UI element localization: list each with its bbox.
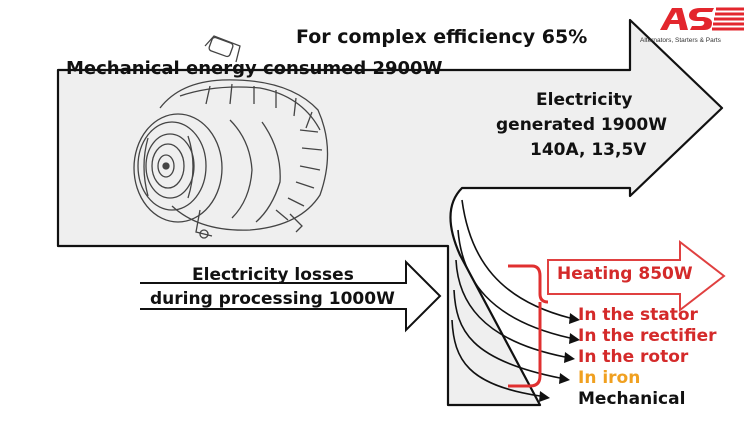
generated-label-line1: Electricity — [536, 90, 633, 110]
logo-tagline: Alternators, Starters & Parts — [640, 37, 721, 44]
efficiency-label: For complex efficiency 65% — [296, 26, 588, 48]
loss-flow-curves — [451, 199, 571, 397]
loss-item-rotor: In the rotor — [578, 347, 689, 367]
generated-label-line2: generated 1900W — [496, 115, 667, 135]
loss-flow-arrowheads — [539, 313, 580, 402]
loss-item-rectifier: In the rectifier — [578, 326, 717, 346]
losses-label-line1: Electricity losses — [192, 265, 354, 285]
losses-label-line2: during processing 1000W — [150, 289, 395, 309]
loss-item-stator: In the stator — [578, 305, 698, 325]
consumed-label: Mechanical energy consumed 2900W — [66, 58, 443, 79]
main-energy-arrow — [56, 18, 724, 407]
loss-item-mechanical: Mechanical — [578, 389, 686, 409]
loss-item-iron: In iron — [578, 368, 641, 388]
losses-input-arrow — [140, 259, 442, 333]
alternator-illustration — [133, 35, 329, 239]
generated-label-line3: 140A, 13,5V — [530, 140, 647, 160]
heating-label: Heating 850W — [557, 264, 693, 284]
heating-bracket — [508, 264, 549, 388]
heating-arrow — [547, 239, 726, 313]
as-logo — [660, 7, 744, 31]
